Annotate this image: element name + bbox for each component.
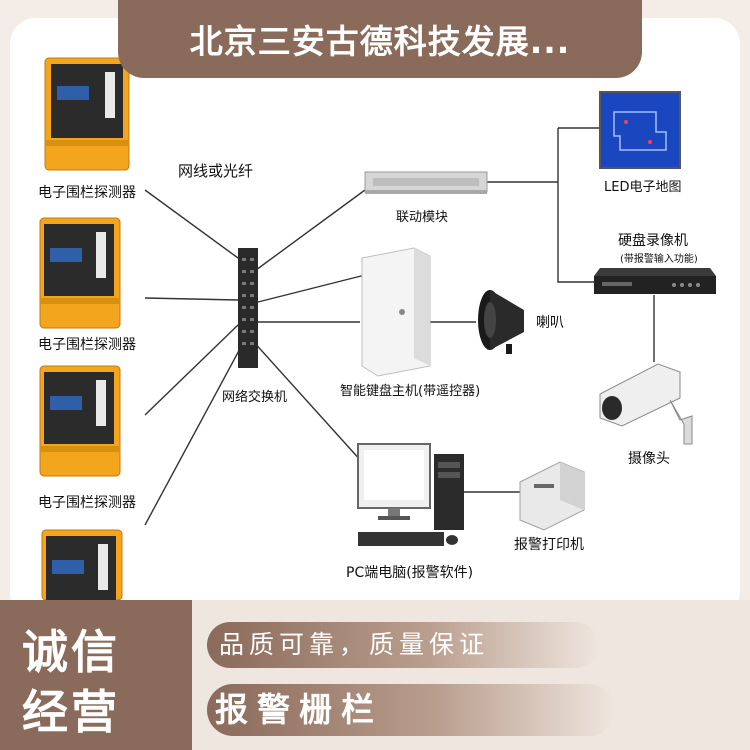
line-detector1-switch — [144, 189, 239, 259]
detector-3 — [39, 365, 121, 477]
led-map-label: LED电子地图 — [604, 180, 682, 195]
printer-label: 报警打印机 — [514, 537, 584, 553]
speaker-horn — [478, 290, 524, 354]
speaker-label: 喇叭 — [536, 315, 564, 331]
alarm-printer — [519, 461, 585, 531]
line-switch-pc — [251, 339, 363, 463]
line-detector4-switch — [144, 344, 243, 526]
line-detector3-switch — [144, 324, 239, 416]
line-switch-keyboard — [257, 274, 366, 303]
brand-line-1: 诚信 — [22, 625, 120, 679]
dvr-label: 硬盘录像机 — [618, 233, 688, 249]
product-name: 报警栅栏 — [207, 684, 615, 736]
detector-label-3: 电子围栏探测器 — [38, 495, 136, 511]
brand-block: 诚信 经营 — [0, 600, 192, 750]
brand-line-2: 经营 — [22, 685, 120, 739]
detector-1 — [44, 57, 130, 171]
pc-label: PC端电脑(报警软件) — [346, 565, 474, 581]
camera-label: 摄像头 — [628, 451, 670, 467]
cable-label: 网线或光纤 — [178, 162, 254, 180]
dvr-recorder — [594, 268, 716, 294]
line-bus-right — [557, 128, 598, 283]
slogan-text: 品质可靠，质量保证 — [207, 622, 599, 668]
led-map — [599, 91, 681, 169]
switch-label: 网络交换机 — [222, 390, 288, 405]
line-switch-linkage — [255, 189, 366, 271]
keyboard-host — [361, 247, 431, 377]
network-switch — [238, 248, 258, 368]
linkage-module-label: 联动模块 — [396, 210, 449, 225]
detector-label-1: 电子围栏探测器 — [38, 185, 136, 201]
slogan-block: 品质可靠，质量保证 报警栅栏 — [192, 600, 750, 750]
detector-4 — [41, 529, 123, 601]
dvr-sublabel: (带报警输入功能) — [620, 254, 698, 265]
pc-computer — [357, 443, 464, 546]
linkage-module — [364, 171, 488, 194]
detector-2 — [39, 217, 121, 329]
keyboard-host-label: 智能键盘主机(带遥控器) — [340, 384, 481, 399]
line-detector2-switch — [144, 297, 239, 301]
connection-lines — [144, 127, 655, 526]
security-camera — [599, 363, 693, 445]
detector-label-2: 电子围栏探测器 — [38, 337, 136, 353]
company-title: 北京三安古德科技发展... — [118, 0, 642, 78]
